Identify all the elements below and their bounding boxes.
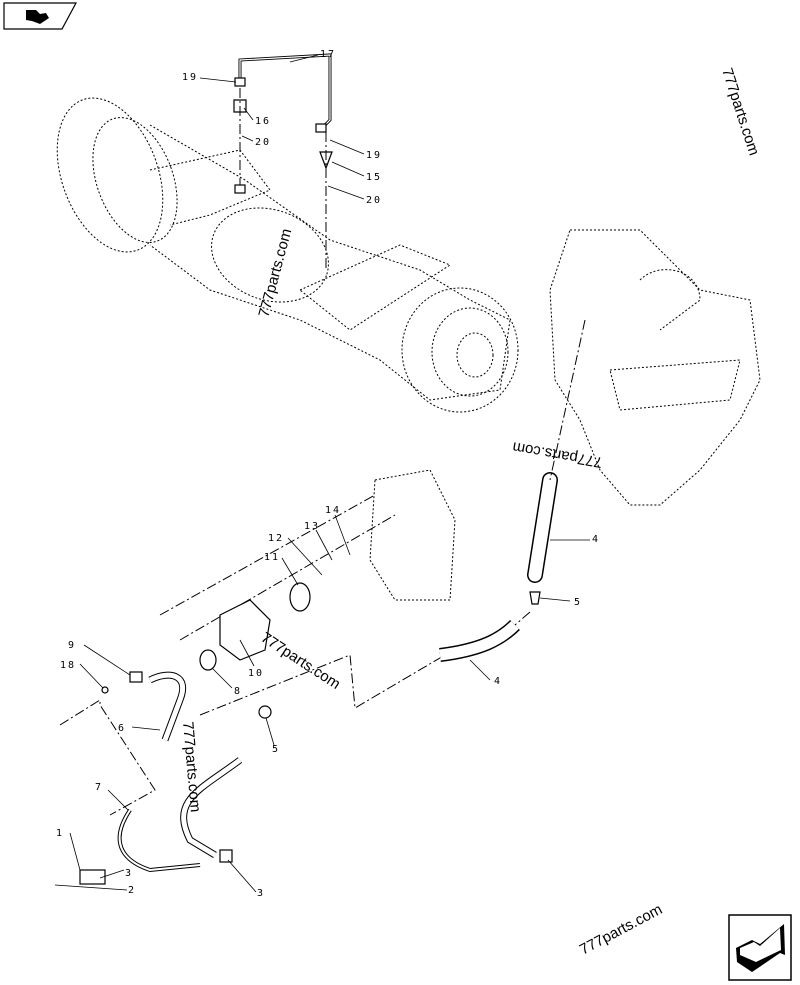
frame-section: [549, 229, 761, 506]
callout-15: 15: [366, 172, 382, 183]
watermark: 777parts.com: [255, 227, 295, 319]
callout-16: 16: [255, 116, 271, 127]
callout-leaders: [54, 54, 590, 893]
next-page-button[interactable]: [728, 914, 792, 981]
callout-labels: 17 19 16 20 19 15 20 14 13 12 11 10 9 18…: [56, 49, 600, 899]
hose-4: [439, 319, 586, 662]
watermark: 777parts.com: [179, 721, 204, 813]
watermark: 777parts.com: [511, 438, 603, 471]
callout-19: 19: [182, 72, 198, 83]
callout-6: 6: [118, 723, 126, 734]
callout-12: 12: [268, 533, 284, 544]
watermark: 777parts.com: [718, 66, 762, 158]
watermark: 777parts.com: [258, 629, 343, 693]
watermarks: 777parts.com 777parts.com 777parts.com 7…: [179, 66, 762, 959]
callout-7: 7: [95, 782, 103, 793]
callout-3: 3: [257, 888, 265, 899]
callout-4: 4: [592, 534, 600, 545]
callout-10: 10: [248, 668, 264, 679]
callout-1: 1: [56, 828, 64, 839]
callout-8: 8: [234, 686, 242, 697]
pump-assembly: [59, 469, 456, 885]
callout-20: 20: [366, 195, 382, 206]
callout-17: 17: [320, 49, 336, 60]
callout-20: 20: [255, 137, 271, 148]
back-arrow-icon: [26, 10, 49, 24]
callout-2: 2: [128, 885, 136, 896]
watermark: 777parts.com: [577, 901, 665, 959]
callout-19: 19: [366, 150, 382, 161]
callout-9: 9: [68, 640, 76, 651]
callout-14: 14: [325, 505, 341, 516]
callout-5: 5: [574, 597, 582, 608]
callout-5: 5: [272, 744, 280, 755]
callout-3: 3: [125, 868, 133, 879]
callout-11: 11: [264, 552, 280, 563]
axle-assembly: [56, 97, 519, 413]
forward-arrow-icon: [736, 924, 785, 972]
callout-13: 13: [304, 521, 320, 532]
previous-page-button[interactable]: [3, 2, 78, 30]
callout-18: 18: [60, 660, 76, 671]
brake-pipe: [238, 53, 332, 130]
callout-4: 4: [494, 676, 502, 687]
